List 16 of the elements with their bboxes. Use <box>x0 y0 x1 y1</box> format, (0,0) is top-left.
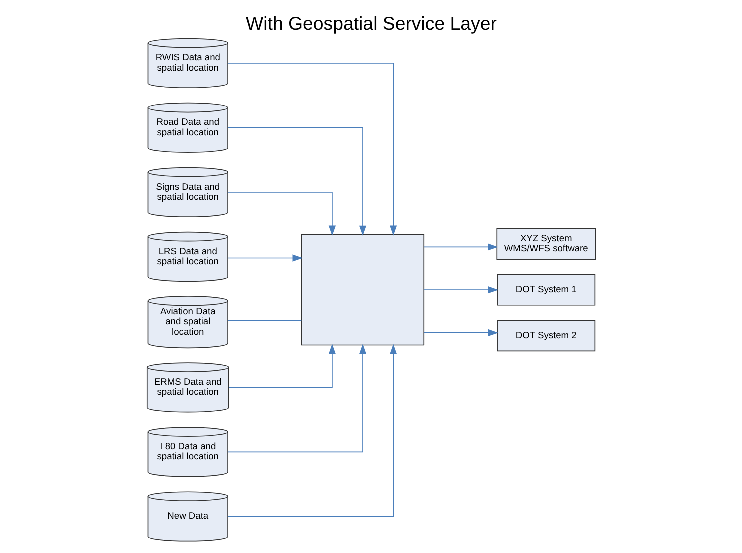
arrow <box>227 192 336 236</box>
arrow <box>423 286 498 294</box>
node-box <box>300 234 424 346</box>
connector <box>227 320 302 322</box>
arrow <box>423 244 498 251</box>
arrow <box>227 128 366 236</box>
arrow <box>228 344 336 388</box>
arrow <box>227 254 302 262</box>
arrow <box>227 344 366 453</box>
arrow <box>227 344 397 518</box>
node-box: XYZ System WMS/WFS software <box>496 228 596 260</box>
node-box: DOT System 1 <box>496 274 596 306</box>
arrow <box>423 329 498 337</box>
arrow <box>227 63 397 236</box>
diagram-title: With Geospatial Service Layer <box>246 12 496 34</box>
node-box: DOT System 2 <box>496 320 596 352</box>
